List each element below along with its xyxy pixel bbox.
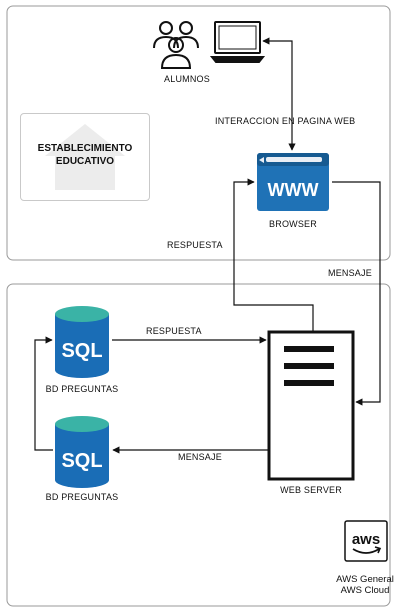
browser-label: BROWSER bbox=[269, 219, 317, 229]
bottom-frame bbox=[6, 283, 391, 607]
aws-cloud-label: AWS Cloud bbox=[340, 585, 390, 596]
mensaje-db-label: MENSAJE bbox=[178, 452, 222, 462]
respuesta-db-label: RESPUESTA bbox=[146, 326, 202, 336]
arrow-db-loop bbox=[34, 336, 53, 451]
server-icon bbox=[267, 330, 355, 481]
aws-general-label: AWS General bbox=[336, 574, 394, 585]
top-frame bbox=[6, 5, 391, 261]
interaccion-label: INTERACCION EN PAGINA WEB bbox=[215, 116, 356, 126]
database-1-sql-text: SQL bbox=[61, 340, 102, 362]
establecimiento-label: ESTABLECIMIENTO EDUCATIVO bbox=[37, 143, 133, 167]
aws-logo-icon: aws bbox=[344, 520, 388, 562]
arrow-respuesta-top bbox=[233, 178, 314, 332]
respuesta-top-label: RESPUESTA bbox=[167, 240, 223, 250]
mensaje-top-label: MENSAJE bbox=[328, 268, 372, 278]
arrow-mensaje-top bbox=[332, 181, 381, 406]
browser-icon bbox=[257, 153, 329, 211]
database-2-sql-text: SQL bbox=[61, 450, 102, 472]
web-server-label: WEB SERVER bbox=[280, 485, 342, 495]
alumnos-label: ALUMNOS bbox=[164, 74, 210, 84]
database-icon-1 bbox=[55, 306, 109, 378]
computer-icon bbox=[209, 21, 266, 63]
arrow-interaccion bbox=[262, 37, 296, 151]
users-icon bbox=[153, 21, 199, 69]
db2-label: BD PREGUNTAS bbox=[45, 492, 119, 502]
establecimiento-box: ESTABLECIMIENTO EDUCATIVO bbox=[20, 113, 150, 201]
db1-label: BD PREGUNTAS bbox=[45, 384, 119, 394]
aws-logo-text: aws bbox=[352, 531, 380, 548]
browser-www-text: WWW bbox=[268, 180, 319, 200]
house-icon bbox=[45, 124, 125, 190]
database-icon-2 bbox=[55, 416, 109, 488]
aws-caption: AWS General AWS Cloud bbox=[332, 574, 398, 596]
